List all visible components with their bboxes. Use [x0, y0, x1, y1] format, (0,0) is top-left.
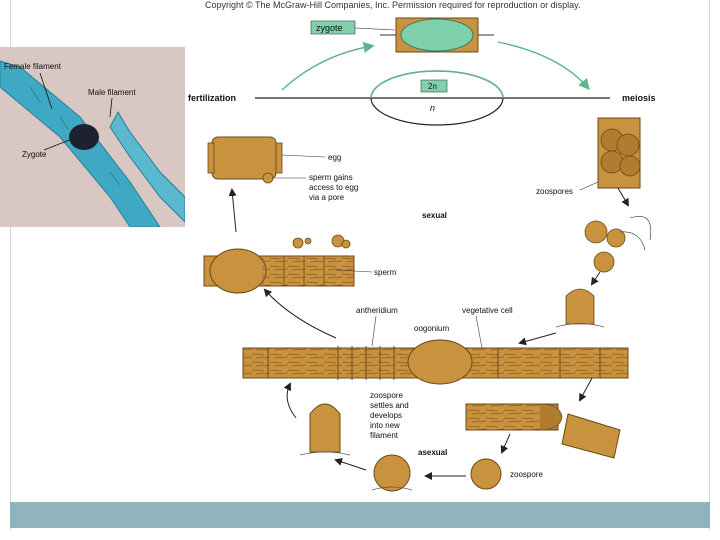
arrow-zygote-to-meiosis: [497, 41, 590, 91]
meiosis-label: meiosis: [622, 93, 656, 103]
sexual-label: sexual: [422, 211, 447, 220]
copyright-notice: Copyright © The McGraw-Hill Companies, I…: [205, 0, 581, 10]
zoospore-settles-line-5: filament: [370, 431, 399, 440]
male-filament-shape: [109, 110, 185, 223]
oogonium-label: oogonium: [414, 324, 449, 333]
ploidy-2n-label: 2n: [428, 82, 437, 91]
fertilization-label: fertilization: [188, 93, 236, 103]
settling-zoospore-bottom: [373, 454, 411, 492]
zygote-spot: [69, 124, 99, 150]
zygote-label: zygote: [316, 23, 343, 33]
zoospore-settles-line-3: develops: [370, 411, 402, 420]
zygote-cell: [400, 18, 474, 52]
slide-frame-left: [10, 0, 11, 530]
sperm-pore-line-3: via a pore: [309, 193, 345, 202]
arrow-main-to-sperm-filament: [263, 288, 337, 339]
fragmenting-filament-right: [561, 413, 621, 459]
zoospore-settles-line-1: zoospore: [370, 391, 403, 400]
micrograph-photo: Female filament Male filament Zygote: [0, 47, 185, 227]
germinating-zoospore: [309, 403, 341, 453]
zoospore-label: zoospore: [510, 470, 543, 479]
slide-frame-right: [709, 0, 710, 530]
vegetative-cell-label: vegetative cell: [462, 306, 513, 315]
ploidy-loop-upper: [370, 70, 504, 99]
egg-cell: [211, 136, 277, 180]
egg-label: egg: [328, 153, 341, 162]
ploidy-n-label: n: [430, 103, 435, 113]
sperm-pore-line-1: sperm gains: [309, 173, 353, 182]
zoospore-settles-line-2: settles and: [370, 401, 409, 410]
ploidy-2n-box: [420, 79, 448, 93]
settling-zoospore-right: [565, 288, 595, 325]
arrow-to-zygote: [281, 41, 375, 91]
asexual-label: asexual: [418, 448, 447, 457]
zoospore-settles-line-4: into new: [370, 421, 400, 430]
photo-label-zygote: Zygote: [22, 150, 47, 159]
zoospores-label: zoospores: [536, 187, 573, 196]
sperm-label: sperm: [374, 268, 397, 277]
slide-footer-bar: [10, 502, 710, 528]
sperm-pore-line-2: access to egg: [309, 183, 358, 192]
photo-label-female-filament: Female filament: [4, 62, 62, 71]
arrow-germling-to-filament: [283, 382, 297, 419]
oogonium-cell: [407, 339, 473, 385]
sperm-at-pore: [262, 172, 274, 184]
photo-label-male-filament: Male filament: [88, 88, 136, 97]
free-zoospore: [470, 458, 502, 490]
antheridium-label: antheridium: [356, 306, 398, 315]
zygote-label-box: [310, 20, 356, 35]
